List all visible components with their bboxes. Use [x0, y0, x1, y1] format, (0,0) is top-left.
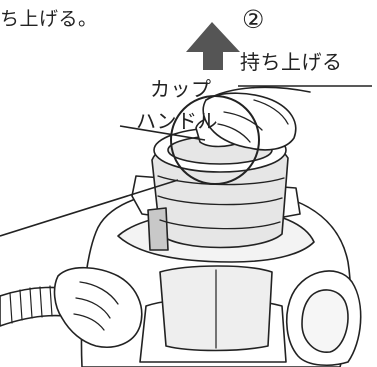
part-label-line1: カップ — [150, 77, 212, 101]
step-number: ② — [242, 5, 265, 34]
part-leader-line — [119, 125, 206, 141]
left-hand-fingers — [73, 281, 119, 331]
cup-window — [147, 207, 169, 251]
wheel-hub — [301, 289, 349, 353]
step-action-label: 持ち上げる — [240, 50, 343, 74]
part-label-line2: ハンドル — [136, 109, 218, 133]
vacuum-cleaner-illustration — [0, 86, 362, 367]
left-hand — [53, 266, 143, 348]
left-leader-line — [0, 179, 179, 237]
highlight-circle — [170, 95, 260, 185]
right-hand-fingers — [217, 99, 289, 143]
instruction-text: ち上げる。 — [0, 8, 98, 30]
up-arrow-icon — [186, 22, 240, 70]
